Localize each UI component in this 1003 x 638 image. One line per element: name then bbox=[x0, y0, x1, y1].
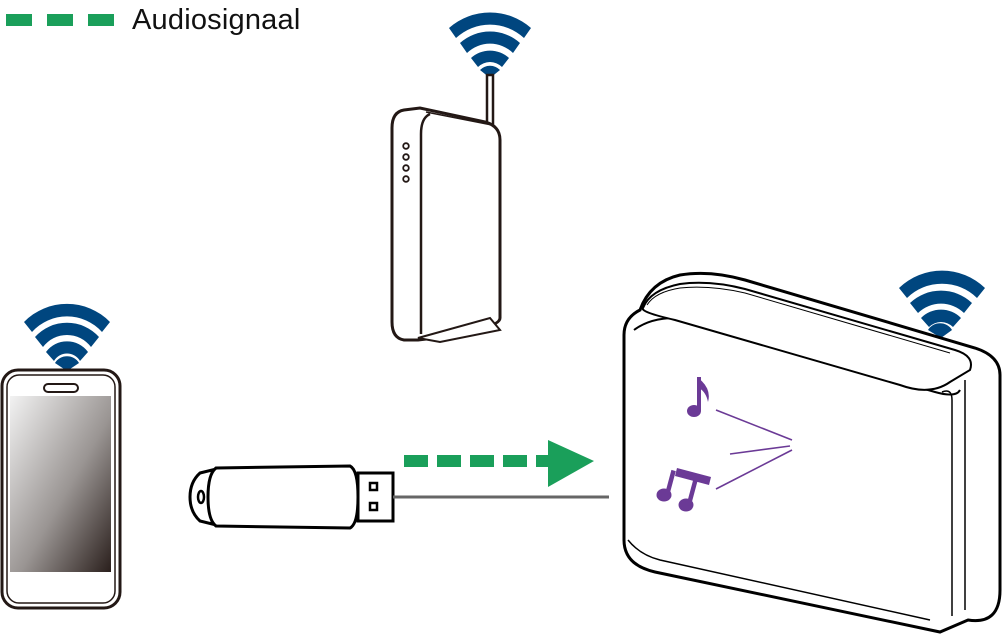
music-notes bbox=[656, 377, 711, 512]
router-stand bbox=[417, 316, 502, 344]
beamed-notes-icon bbox=[656, 468, 711, 512]
eighth-note-icon bbox=[687, 377, 709, 417]
usb-connector bbox=[356, 471, 395, 523]
phone-screen bbox=[10, 396, 111, 572]
legend-swatch-dash bbox=[47, 14, 73, 26]
router-leds bbox=[402, 142, 410, 183]
audio-signal-arrow bbox=[404, 440, 594, 487]
antenna bbox=[485, 73, 495, 129]
smartphone bbox=[0, 303, 122, 610]
earpiece bbox=[43, 383, 79, 393]
wifi-icon bbox=[899, 270, 985, 338]
usb-drive bbox=[188, 464, 395, 530]
legend: Audiosignaal bbox=[6, 0, 300, 40]
legend-swatch-dash bbox=[6, 14, 32, 26]
wifi-icon bbox=[449, 12, 531, 78]
sound-lines bbox=[715, 409, 793, 490]
speaker bbox=[622, 270, 1002, 634]
legend-swatch-dash bbox=[88, 14, 114, 26]
router-body bbox=[390, 106, 502, 342]
wifi-icon bbox=[24, 303, 110, 371]
legend-label: Audiosignaal bbox=[132, 3, 301, 36]
router bbox=[390, 12, 531, 344]
